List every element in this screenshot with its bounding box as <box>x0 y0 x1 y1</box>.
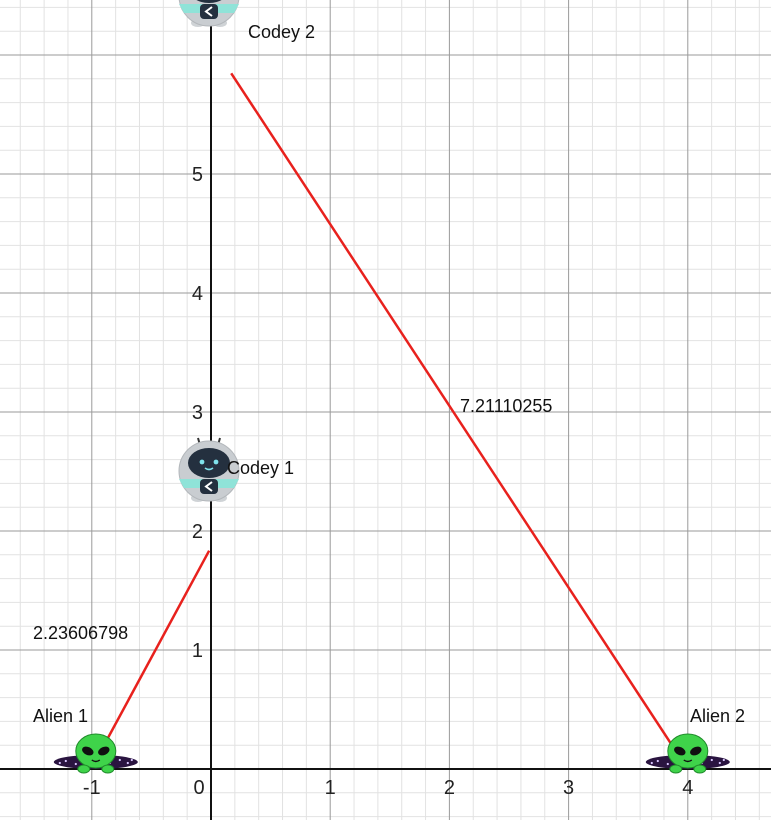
x-tick-label: 4 <box>682 777 693 799</box>
robot-icon <box>178 0 240 27</box>
y-tick-label: 2 <box>192 521 203 543</box>
segment-line <box>230 72 679 755</box>
alien-icon <box>645 733 730 774</box>
tick-labels: -1 0 1 2 3 4 1 2 3 4 5 <box>83 164 693 799</box>
distance-segments: 2.23606798 7.21110255 <box>33 72 679 755</box>
segment-length-label: 2.23606798 <box>33 623 128 643</box>
y-tick-label: 4 <box>192 283 203 305</box>
x-tick-label: 2 <box>444 777 455 799</box>
point-markers <box>53 0 730 774</box>
point-labels: Alien 1 Codey 1 Codey 2 Alien 2 <box>33 22 745 726</box>
y-tick-label: 3 <box>192 402 203 424</box>
x-tick-label: 1 <box>325 777 336 799</box>
y-tick-label: 5 <box>192 164 203 186</box>
x-tick-label: -1 <box>83 777 101 799</box>
segment-length-label: 7.21110255 <box>460 396 552 416</box>
point-label: Codey 1 <box>227 458 294 478</box>
point-label: Alien 1 <box>33 706 88 726</box>
x-tick-label: 3 <box>563 777 574 799</box>
point-label: Alien 2 <box>690 706 745 726</box>
x-tick-label: 0 <box>193 777 204 799</box>
robot-icon <box>178 437 240 502</box>
point-label: Codey 2 <box>248 22 315 42</box>
segment-line <box>98 550 211 754</box>
y-tick-label: 1 <box>192 640 203 662</box>
alien-icon <box>53 733 138 774</box>
